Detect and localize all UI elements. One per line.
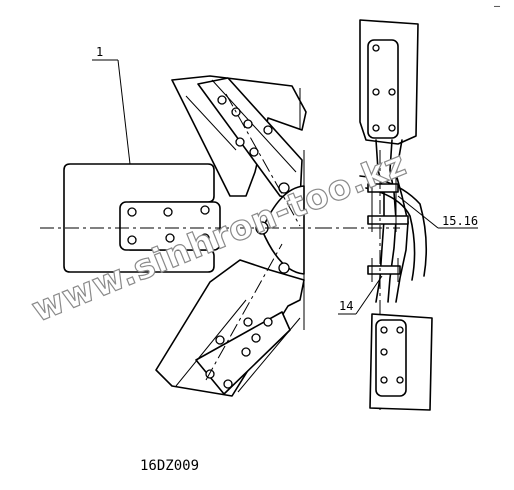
blade-hole — [380, 376, 388, 384]
blade-hole — [380, 326, 388, 334]
blade-hole — [217, 95, 227, 105]
blade-hole — [388, 124, 396, 132]
blade-hole — [388, 88, 396, 96]
blade-hole — [165, 233, 175, 243]
callout-14: 14 — [338, 275, 383, 315]
blade-hole — [241, 347, 251, 357]
blade-hole — [215, 335, 225, 345]
blade-hole — [200, 233, 210, 243]
upper-paddle-strip — [367, 39, 399, 139]
blade-hole — [249, 147, 259, 157]
blade-hole — [251, 333, 261, 343]
callout-15-16-label: 15.16 — [442, 214, 478, 228]
blade-hole — [396, 376, 404, 384]
lower-center-line — [205, 243, 283, 381]
blade-hole — [243, 119, 253, 129]
bolt-head — [367, 183, 399, 193]
blade-hole — [205, 369, 215, 379]
callout-15-16: 15.16 — [397, 195, 478, 229]
bolt-head — [367, 215, 409, 225]
drawing-code: 16DZ009 — [140, 458, 199, 474]
blade-hole — [235, 137, 245, 147]
blade-hole — [396, 326, 404, 334]
blade-hole — [127, 207, 137, 217]
hub-bolt — [278, 262, 290, 274]
blade-hole — [372, 124, 380, 132]
callout-1: 1 — [92, 45, 131, 165]
blade-hole — [263, 125, 273, 135]
lower-blade-outline — [155, 259, 305, 397]
blade-hole — [200, 205, 210, 215]
blade-hole — [163, 207, 173, 217]
blade-hole — [263, 317, 273, 327]
blade-hole — [372, 88, 380, 96]
fan-front-view — [40, 75, 318, 397]
blade-hole — [243, 317, 253, 327]
upper-center-line — [225, 93, 301, 227]
callout-14-label: 14 — [339, 299, 353, 313]
corner-mark: – — [494, 1, 501, 12]
upper-blade-strip — [197, 77, 303, 201]
blade-hole — [127, 235, 137, 245]
blade-hole — [223, 379, 233, 389]
blade-hole — [372, 44, 380, 52]
bolt-head — [367, 265, 401, 275]
callout-1-label: 1 — [96, 45, 103, 59]
blade-hole — [380, 348, 388, 356]
fan-side-view — [318, 19, 433, 411]
blade-left-strip — [119, 201, 221, 251]
